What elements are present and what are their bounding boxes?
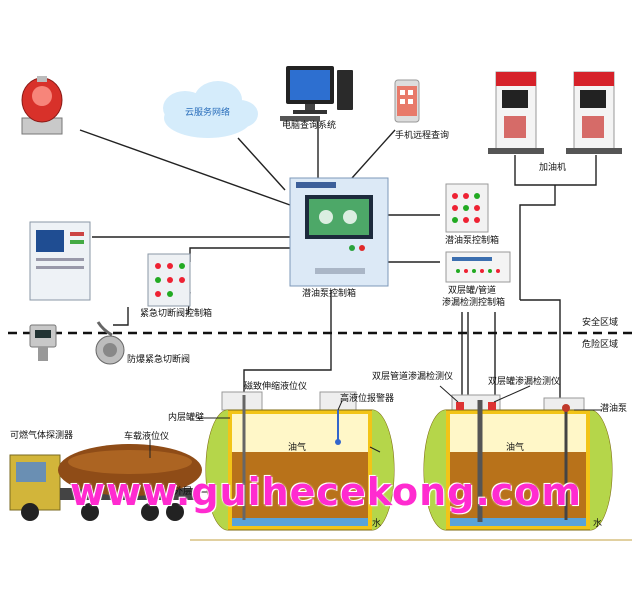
connection-lines [79, 118, 597, 398]
main-box-label: 潜油泵控制箱 [302, 289, 357, 299]
level-gauge-controller [29, 221, 91, 301]
fuel-dispenser-icon [488, 71, 622, 154]
magnetostrictive-label: 磁致伸缩液位仪 [244, 382, 308, 392]
leak-detection-box [445, 251, 511, 283]
emergency-cutoff-box [147, 253, 191, 307]
inner-tank-label: 内层罐壁 [168, 413, 205, 423]
danger-zone-label: 危险区域 [582, 340, 619, 350]
right-storage-tank [423, 394, 613, 531]
explosion-proof-alarm-lamp-icon [21, 76, 63, 135]
pump-box-label: 潜油泵控制箱 [445, 236, 500, 246]
cloud-icon [163, 81, 258, 138]
valve-label: 防爆紧急切断阀 [127, 355, 191, 365]
main-control-box [289, 177, 389, 287]
vapor-right-label: 油气 [506, 443, 525, 453]
line-alarm-lamp [79, 129, 291, 206]
tank-leak-label: 双层罐渗漏检测仪 [488, 377, 561, 387]
sub-pump-label: 潜油泵 [600, 404, 628, 414]
high-alarm-label: 高液位报警器 [340, 394, 395, 404]
emergency-valve-icon [95, 321, 125, 365]
gas-detector-icon [29, 324, 57, 361]
safe-zone-label: 安全区域 [582, 318, 619, 328]
computer-icon [280, 66, 353, 121]
pump-control-box [445, 183, 489, 233]
left-storage-tank [205, 391, 395, 531]
mobile-phone-icon [394, 79, 420, 123]
double-wall-box-label-1: 双层罐/管道 [448, 286, 497, 296]
gas-detector-label: 可燃气体探测器 [10, 431, 74, 441]
cloud-label: 云服务网络 [185, 108, 231, 118]
tanker-truck-icon [9, 444, 202, 521]
double-wall-box-label-2: 渗漏检测控制箱 [442, 298, 506, 308]
vapor-left-label: 油气 [288, 443, 307, 453]
pointer-lines [149, 385, 602, 493]
watermark-text: www.guihecekong.com [70, 470, 582, 514]
water-right-label: 水 [593, 519, 603, 529]
truck-level-label: 车载液位仪 [124, 432, 170, 442]
pipe-leak-label: 双层管道渗漏检测仪 [372, 372, 454, 382]
mobile-label: 手机远程查询 [395, 131, 450, 141]
water-left-label: 水 [372, 519, 382, 529]
emergency-box-label: 紧急切断阀控制箱 [140, 309, 213, 319]
pc-system-label: 电脑查询系统 [282, 121, 337, 131]
dispenser-label: 加油机 [539, 163, 567, 173]
outer-tank-label: 外层 [174, 487, 193, 497]
